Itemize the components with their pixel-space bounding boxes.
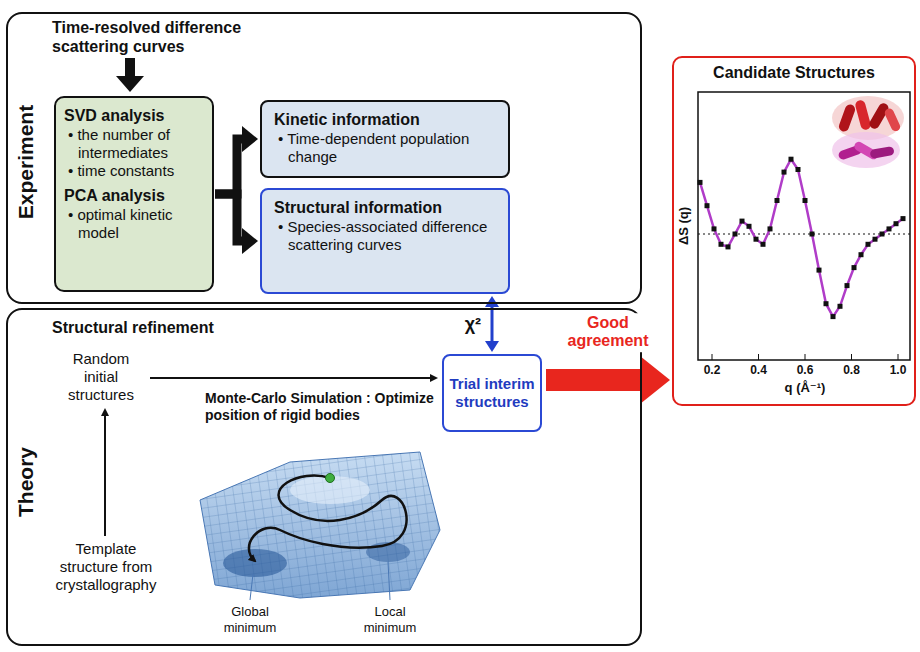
step-label: Random initial structures	[55, 350, 147, 404]
tick-label: 0.6	[797, 363, 814, 377]
process-box: Trial interim structures	[442, 354, 542, 432]
tick-label: 1.0	[890, 363, 907, 377]
axis-label: ΔS (q)	[676, 207, 692, 245]
box-heading: PCA analysis	[64, 186, 204, 206]
box-heading: Kinetic information	[274, 110, 496, 130]
connector	[215, 194, 258, 254]
edge-label: χ²	[462, 313, 484, 336]
tick-label: 0.8	[843, 363, 860, 377]
tick-label: 0.2	[704, 363, 721, 377]
bullet: • optimal kinetic model	[64, 206, 204, 242]
bullet: • time constants	[64, 162, 204, 180]
method-label: Monte-Carlo Simulation : Optimize positi…	[205, 390, 437, 424]
box-heading: Structural information	[274, 198, 496, 218]
connector	[215, 126, 258, 194]
protein-structure	[832, 96, 904, 168]
panel-title: Time-resolved difference scattering curv…	[52, 18, 292, 56]
tick-label: 0.4	[750, 363, 767, 377]
panel-title: Structural refinement	[52, 318, 292, 337]
analysis-box: SVD analysis• the number of intermediate…	[54, 96, 214, 292]
connector	[485, 296, 499, 352]
bullet: • Species-associated difference scatteri…	[274, 218, 496, 254]
scattering-curve	[698, 157, 906, 319]
minimum-label: Local minimum	[352, 604, 428, 635]
box-label: Trial interim structures	[448, 375, 536, 411]
chart-frame	[698, 92, 910, 360]
flow-arrow	[104, 410, 106, 536]
step-label: Template structure from crystallography	[45, 540, 167, 594]
result-panel: Candidate Structures	[672, 56, 916, 406]
section-panel: Experiment Time-resolved difference scatt…	[6, 12, 642, 304]
info-box: Kinetic information• Time-dependent popu…	[260, 100, 510, 178]
bullet: • the number of intermediates	[64, 126, 204, 162]
flow-arrow	[150, 377, 436, 379]
title-arrow	[116, 58, 144, 92]
box-heading: SVD analysis	[64, 106, 204, 126]
info-box: Structural information• Species-associat…	[260, 188, 510, 294]
panel-title: Candidate Structures	[674, 64, 914, 82]
section-label: Experiment	[14, 105, 38, 219]
minimum-label: Global minimum	[212, 604, 288, 635]
axis-label: q (Å⁻¹)	[785, 380, 826, 396]
section-label: Theory	[14, 447, 38, 517]
edge-label: Good agreement	[563, 313, 653, 352]
connector	[546, 356, 670, 404]
energy-landscape	[200, 452, 440, 600]
bullet: • Time-dependent population change	[274, 130, 496, 166]
